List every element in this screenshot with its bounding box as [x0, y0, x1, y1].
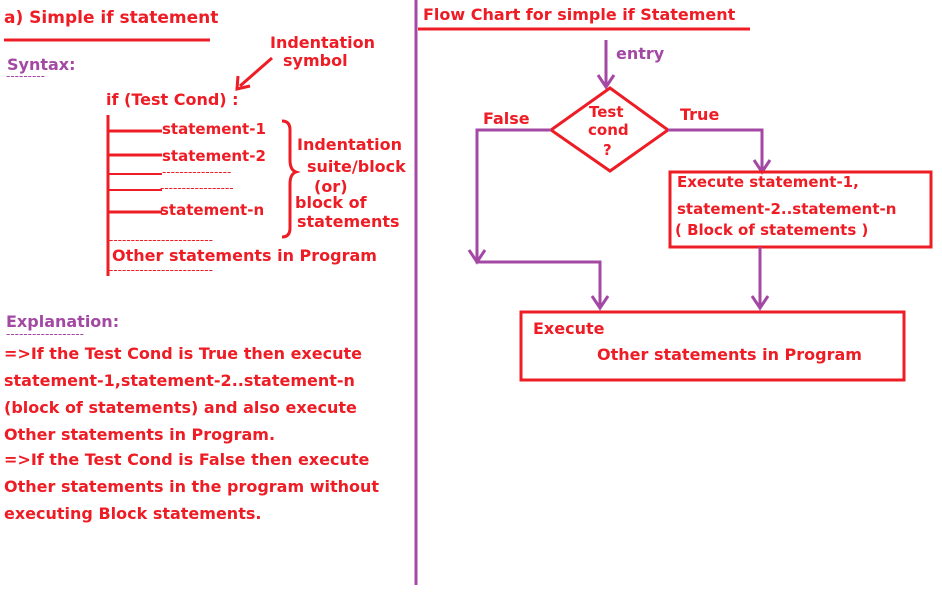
true-box-line-1: Execute statement-1, — [677, 173, 859, 191]
statement-dash-2: ----------------- — [160, 181, 234, 195]
explanation-line-4: Other statements in Program. — [4, 425, 276, 444]
true-box-line-3: ( Block of statements ) — [675, 221, 869, 239]
statement-2: statement-2 — [162, 147, 266, 165]
true-box — [668, 170, 933, 249]
explanation-line-5: =>If the Test Cond is False then execute — [4, 450, 370, 469]
true-label: True — [680, 105, 720, 124]
true-branch-line — [668, 128, 764, 170]
suite-label-2: suite/block — [307, 157, 406, 176]
indent-annotation-line1: Indentation — [270, 33, 375, 52]
indent-annotation-line2: symbol — [283, 51, 348, 70]
false-branch-line — [475, 128, 602, 308]
true-box-line-2: statement-2..statement-n — [677, 200, 897, 218]
explanation-line-6: Other statements in the program without — [4, 477, 380, 496]
explanation-line-1: =>If the Test Cond is True then execute — [4, 344, 362, 363]
other-statements: Other statements in Program — [112, 246, 377, 265]
indent-arrow-head — [235, 75, 251, 91]
syntax-label: Syntax: — [7, 55, 76, 74]
right-heading: Flow Chart for simple if Statement — [423, 5, 736, 24]
decision-text-2: cond — [588, 121, 629, 139]
statement-dash-1: ---------------- — [162, 165, 232, 179]
entry-label: entry — [616, 44, 665, 63]
left-heading: a) Simple if statement — [4, 8, 219, 28]
final-box-line-1: Execute — [533, 319, 605, 338]
explanation-underline: ------------------ — [6, 327, 84, 341]
explanation-label: Explanation: — [6, 312, 120, 331]
true-to-final-arrow-head — [750, 295, 770, 311]
statement-n: statement-n — [160, 201, 265, 219]
entry-arrow-head — [596, 74, 616, 90]
final-box — [519, 310, 906, 382]
indent-arrow-line — [239, 56, 273, 88]
suite-label-3: (or) — [314, 177, 348, 196]
syntax-underline: --------- — [6, 69, 45, 83]
if-line: if (Test Cond) : — [106, 90, 239, 109]
statement-1: statement-1 — [162, 120, 266, 138]
decision-text-1: Test — [589, 103, 624, 121]
dash-line-bottom: ------------------------ — [109, 263, 213, 277]
false-label: False — [483, 109, 530, 128]
false-arrow-head-end — [590, 295, 610, 311]
suite-label-5: statements — [297, 212, 400, 231]
decision-diamond — [548, 86, 671, 173]
explanation-line-2: statement-1,statement-2..statement-n — [4, 371, 355, 390]
suite-label-1: Indentation — [297, 135, 402, 154]
false-arrow-head-mid — [467, 249, 487, 265]
explanation-line-7: executing Block statements. — [4, 504, 262, 523]
dash-line-top: ------------------------ — [109, 233, 213, 247]
explanation-line-3: (block of statements) and also execute — [4, 398, 357, 417]
decision-text-3: ? — [603, 141, 612, 159]
final-box-line-2: Other statements in Program — [597, 345, 862, 364]
suite-label-4: block of — [295, 193, 367, 212]
block-brace — [281, 119, 301, 239]
